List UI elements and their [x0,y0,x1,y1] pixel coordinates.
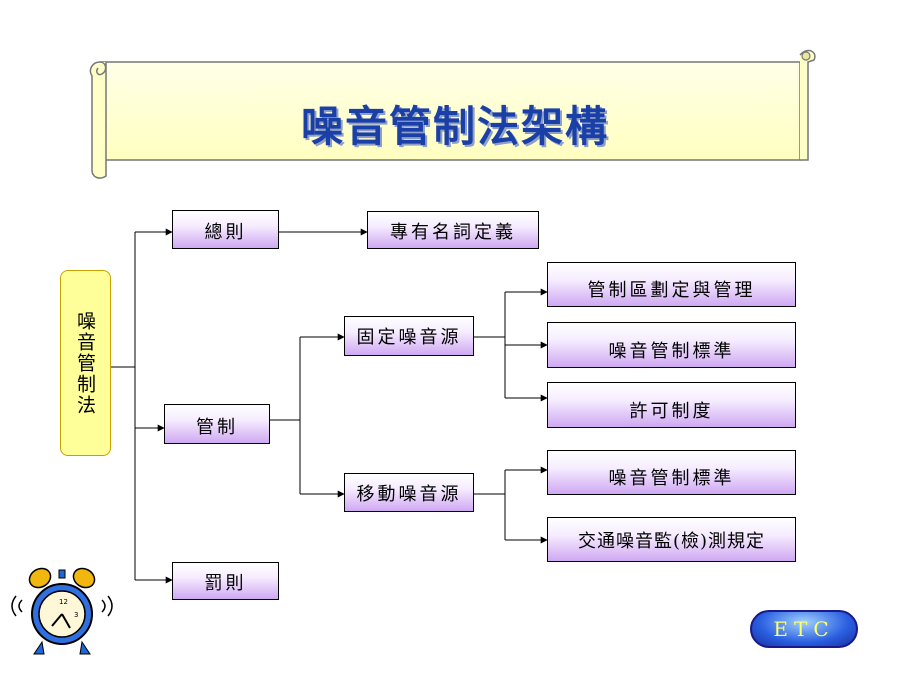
node-fixed-child-2: 噪音管制標準 [547,322,796,368]
node-control: 管制 [164,404,270,444]
node-mobile-child-1-label: 噪音管制標準 [608,468,735,489]
node-mobile-child-1: 噪音管制標準 [547,450,796,495]
svg-text:3: 3 [74,611,78,619]
node-control-label: 管制 [196,417,238,438]
node-general: 總則 [172,210,279,249]
node-fixed-source: 固定噪音源 [344,316,474,356]
node-fixed-child-1-label: 管制區劃定與管理 [587,280,756,301]
node-mobile-source-label: 移動噪音源 [356,483,462,505]
node-mobile-source: 移動噪音源 [344,473,474,512]
node-mobile-child-2: 交通噪音監(檢)測規定 [547,517,796,562]
etc-badge: ETC [750,610,858,648]
node-fixed-child-3-label: 許可制度 [629,401,714,422]
node-fixed-child-2-label: 噪音管制標準 [608,341,735,362]
alarm-clock-icon: 12 3 [11,567,113,655]
node-fixed-child-1: 管制區劃定與管理 [547,262,796,307]
node-fixed-source-label: 固定噪音源 [356,327,462,348]
root-node: 噪音管制法 [60,270,111,456]
node-definitions-label: 專有名詞定義 [390,222,516,243]
node-general-label: 總則 [204,222,247,243]
node-penalty-label: 罰則 [204,573,247,594]
page-title: 噪音管制法架構 [300,101,609,151]
node-fixed-child-3: 許可制度 [547,382,796,428]
node-definitions: 專有名詞定義 [367,211,539,249]
root-label: 噪音管制法 [74,310,96,416]
node-mobile-child-2-label: 交通噪音監(檢)測規定 [577,530,766,552]
svg-text:12: 12 [59,598,68,606]
connectors [111,228,548,584]
node-penalty: 罰則 [172,562,279,600]
